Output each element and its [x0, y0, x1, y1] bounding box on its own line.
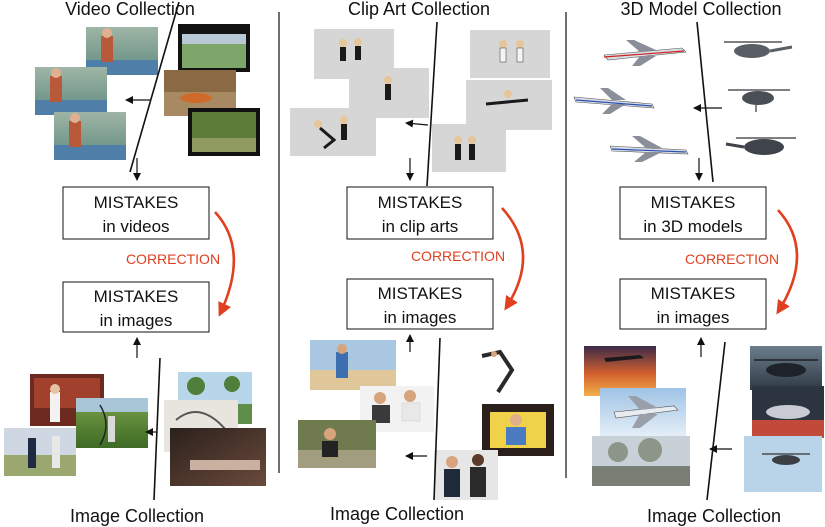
video-frame-thumb [54, 112, 126, 160]
image-thumb [752, 386, 824, 438]
airplane-icon [603, 40, 687, 66]
box-line-1: MISTAKES [94, 193, 179, 212]
clipart-thumb [466, 80, 552, 130]
panel-2-box-top: MISTAKES in clip arts [346, 186, 494, 240]
box-line-1: MISTAKES [378, 193, 463, 212]
panel-2-correction-arrow [501, 207, 525, 311]
image-thumb [310, 340, 396, 390]
panel-2-top-small-arrow [405, 119, 429, 128]
box-line-2: in images [384, 308, 457, 327]
panel-1-correction-arrow [214, 211, 236, 317]
video-thumbnails [35, 24, 260, 160]
panel-3-correction-label: CORRECTION [685, 251, 779, 267]
image-thumb [466, 345, 540, 397]
panel-video: Video Collection [4, 0, 266, 526]
panel-1-box-bottom: MISTAKES in images [62, 281, 210, 333]
helicopter-icon [725, 137, 796, 155]
box-line-1: MISTAKES [651, 193, 736, 212]
panel-3-correction-arrow [776, 209, 799, 315]
image-thumb [482, 404, 554, 456]
airplane-icon [609, 136, 689, 162]
image-thumb [600, 388, 686, 438]
image-thumb [584, 346, 656, 396]
image-thumbnails [584, 346, 824, 492]
panel-2-bottom-slash [433, 337, 441, 501]
clipart-thumb [432, 124, 506, 172]
panel-3-bottom-slash [706, 341, 726, 501]
panel-3-box-bottom: MISTAKES in images [619, 278, 767, 330]
panel-1-top-slash [129, 1, 180, 173]
3d-model-thumbnails [573, 40, 796, 162]
image-thumb [750, 346, 822, 390]
image-thumb [170, 428, 266, 486]
video-frame-thumb [178, 24, 250, 72]
image-thumbnails [4, 372, 266, 486]
panel-2-top-slash [426, 21, 438, 187]
panel-3-box-top: MISTAKES in 3D models [619, 186, 767, 240]
helicopter-icon [728, 89, 790, 112]
image-thumbnails [298, 340, 554, 500]
panel-clipart: Clip Art Collection [290, 0, 554, 524]
box-line-1: MISTAKES [378, 284, 463, 303]
clipart-thumb [470, 30, 550, 78]
image-thumb [744, 436, 822, 492]
airplane-icon [573, 88, 655, 114]
clipart-thumbnails [290, 29, 552, 172]
video-frame-thumb [35, 67, 107, 115]
panel-1-box-top: MISTAKES in videos [62, 186, 210, 240]
panel-2-correction-label: CORRECTION [411, 248, 505, 264]
panel-1-top-title: Video Collection [65, 0, 195, 19]
panel-3-bottom-title: Image Collection [647, 506, 781, 526]
image-thumb [4, 428, 76, 476]
panel-3-top-slash [696, 21, 714, 183]
panel-2-top-title: Clip Art Collection [348, 0, 490, 19]
panel-3-top-title: 3D Model Collection [620, 0, 781, 19]
panel-1-correction-label: CORRECTION [126, 251, 220, 267]
panel-2-bottom-title: Image Collection [330, 504, 464, 524]
image-thumb [592, 436, 690, 486]
panel-1-bottom-slash [153, 357, 161, 501]
box-line-1: MISTAKES [651, 284, 736, 303]
video-frame-thumb [188, 108, 260, 156]
box-line-2: in images [657, 308, 730, 327]
image-thumb [76, 398, 148, 448]
box-line-2: in images [100, 311, 173, 330]
panel-1-bottom-title: Image Collection [70, 506, 204, 526]
box-line-2: in 3D models [643, 217, 742, 236]
image-thumb [434, 450, 498, 500]
image-thumb [298, 420, 376, 468]
box-line-1: MISTAKES [94, 287, 179, 306]
box-line-2: in videos [102, 217, 169, 236]
helicopter-icon [724, 41, 793, 58]
panel-2-box-bottom: MISTAKES in images [346, 278, 494, 330]
box-line-2: in clip arts [382, 217, 459, 236]
panel-3d-model: 3D Model Collection [573, 0, 824, 526]
clipart-thumb [290, 108, 376, 156]
